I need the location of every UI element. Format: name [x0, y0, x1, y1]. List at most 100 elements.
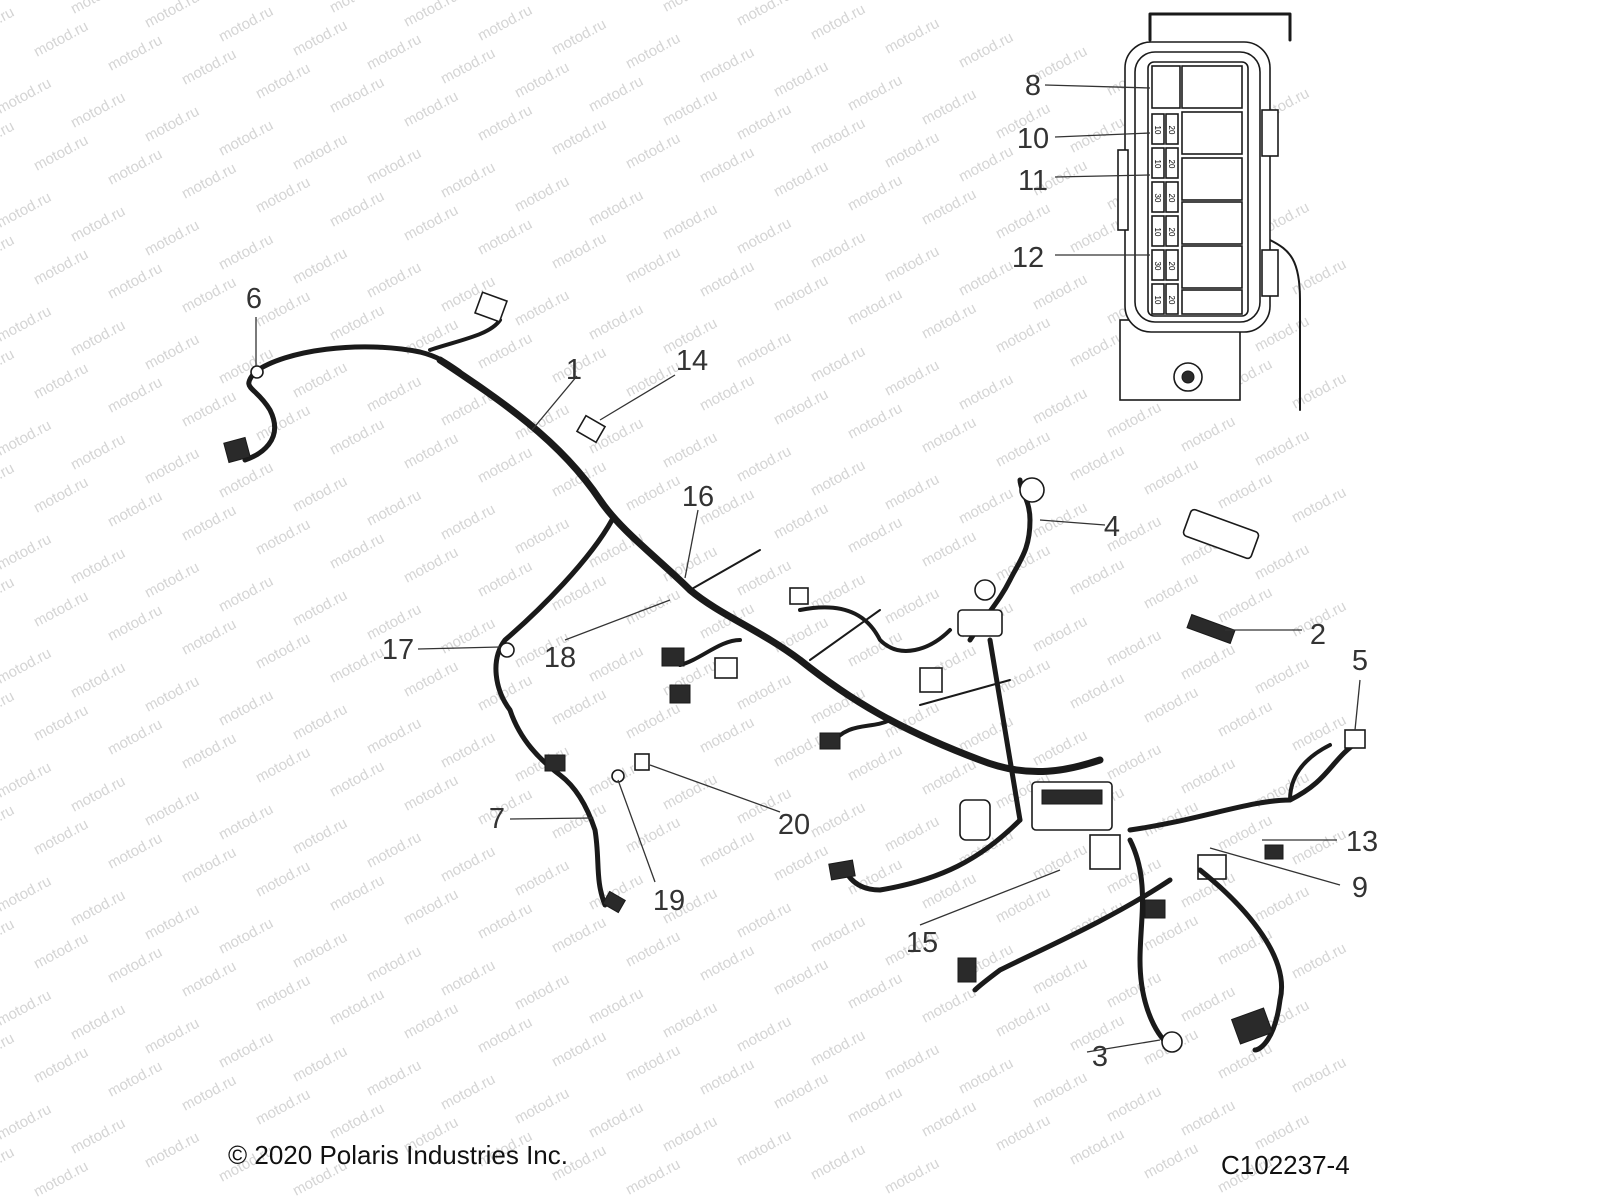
watermark-text: motod.ru [475, 102, 535, 145]
watermark-text: motod.ru [771, 272, 831, 315]
fuse-rating-label: 30 [1153, 262, 1162, 271]
callout-6: 6 [246, 283, 262, 315]
callout-14: 14 [676, 345, 708, 377]
watermark-text: motod.ru [253, 402, 313, 445]
watermark-text: motod.ru [142, 331, 202, 374]
watermark-text: motod.ru [105, 146, 165, 189]
watermark-text: motod.ru [290, 587, 350, 630]
watermark-text: motod.ru [1141, 1140, 1201, 1183]
watermark-text: motod.ru [401, 544, 461, 587]
watermark-text: motod.ru [1289, 484, 1349, 527]
callout-9: 9 [1352, 872, 1368, 904]
watermark-text: motod.ru [105, 32, 165, 75]
watermark-text: motod.ru [290, 815, 350, 858]
watermark-text: motod.ru [993, 998, 1053, 1041]
watermark-text: motod.ru [734, 0, 794, 30]
watermark-text: motod.ru [253, 630, 313, 673]
watermark-text: motod.ru [623, 244, 683, 287]
watermark-text: motod.ru [512, 857, 572, 900]
watermark-text: motod.ru [1067, 556, 1127, 599]
watermark-text: motod.ru [327, 986, 387, 1029]
watermark-text: motod.ru [216, 573, 276, 616]
watermark-text: motod.ru [290, 701, 350, 744]
watermark-text: motod.ru [68, 1001, 128, 1044]
watermark-text: motod.ru [734, 671, 794, 714]
watermark-text: motod.ru [68, 1115, 128, 1158]
watermark-text: motod.ru [1215, 584, 1275, 627]
watermark-text: motod.ru [919, 528, 979, 571]
watermark-text: motod.ru [919, 186, 979, 229]
watermark-text: motod.ru [882, 15, 942, 58]
watermark-text: motod.ru [919, 86, 979, 129]
fuse-slot [1165, 147, 1179, 179]
watermark-text: motod.ru [68, 545, 128, 588]
watermark-text: motod.ru [31, 18, 91, 61]
watermark-text: motod.ru [1030, 499, 1090, 542]
watermark-text: motod.ru [1215, 698, 1275, 741]
fuse-rating-label: 20 [1167, 160, 1176, 169]
watermark-text: motod.ru [1030, 955, 1090, 998]
clip-part [575, 414, 607, 444]
watermark-text: motod.ru [956, 371, 1016, 414]
watermark-text: motod.ru [660, 0, 720, 16]
watermark-text: motod.ru [105, 488, 165, 531]
watermark-text: motod.ru [586, 1099, 646, 1142]
watermark-text: motod.ru [882, 471, 942, 514]
watermark-text: motod.ru [919, 414, 979, 457]
watermark-text: motod.ru [253, 516, 313, 559]
watermark-text: motod.ru [216, 1029, 276, 1072]
watermark-text: motod.ru [586, 643, 646, 686]
watermark-text: motod.ru [512, 971, 572, 1014]
watermark-text: motod.ru [31, 588, 91, 631]
watermark-text: motod.ru [1141, 456, 1201, 499]
watermark-text: motod.ru [401, 0, 461, 31]
watermark-text: motod.ru [0, 574, 17, 617]
watermark-text: motod.ru [142, 103, 202, 146]
watermark-text: motod.ru [697, 144, 757, 187]
watermark-text: motod.ru [216, 459, 276, 502]
watermark-text: motod.ru [253, 174, 313, 217]
callout-19: 19 [653, 885, 685, 917]
watermark-text: motod.ru [475, 1014, 535, 1057]
fuse-rating-label: 30 [1153, 194, 1162, 203]
watermark-text: motod.ru [697, 44, 757, 87]
watermark-text: motod.ru [179, 1072, 239, 1115]
watermark-text: motod.ru [697, 600, 757, 643]
watermark-text: motod.ru [1252, 427, 1312, 470]
watermark-text: motod.ru [327, 74, 387, 117]
watermark-text: motod.ru [1104, 969, 1164, 1012]
watermark-text: motod.ru [0, 531, 54, 574]
watermark-text: motod.ru [1215, 1040, 1275, 1083]
fuse-rating-label: 10 [1153, 228, 1162, 237]
watermark-text: motod.ru [68, 887, 128, 930]
fuse-slot [1151, 113, 1165, 145]
watermark-text: motod.ru [290, 473, 350, 516]
watermark-text: motod.ru [327, 188, 387, 231]
fuse-strip-part [1186, 613, 1236, 645]
watermark-text: motod.ru [475, 444, 535, 487]
callout-8: 8 [1025, 70, 1041, 102]
watermark-text: motod.ru [623, 700, 683, 743]
watermark-text: motod.ru [882, 813, 942, 856]
watermark-text: motod.ru [438, 501, 498, 544]
watermark-text: motod.ru [808, 1, 868, 44]
watermark-text: motod.ru [179, 160, 239, 203]
callout-10: 10 [1017, 123, 1049, 155]
watermark-text: motod.ru [438, 729, 498, 772]
watermark-text: motod.ru [0, 1101, 54, 1144]
watermark-text: motod.ru [327, 644, 387, 687]
watermark-text: motod.ru [68, 317, 128, 360]
watermark-text: motod.ru [0, 759, 54, 802]
watermark-text: motod.ru [771, 1070, 831, 1113]
watermark-text: motod.ru [697, 714, 757, 757]
fuse-rating-label: 20 [1167, 126, 1176, 135]
watermark-text: motod.ru [475, 2, 535, 45]
watermark-text: motod.ru [808, 913, 868, 956]
fuse-slot [1151, 283, 1165, 315]
watermark-text: motod.ru [31, 1158, 91, 1200]
watermark-text: motod.ru [438, 615, 498, 658]
watermark-text: motod.ru [438, 957, 498, 1000]
watermark-text: motod.ru [660, 429, 720, 472]
fuse-rating-label: 10 [1153, 126, 1162, 135]
watermark-text: motod.ru [771, 158, 831, 201]
